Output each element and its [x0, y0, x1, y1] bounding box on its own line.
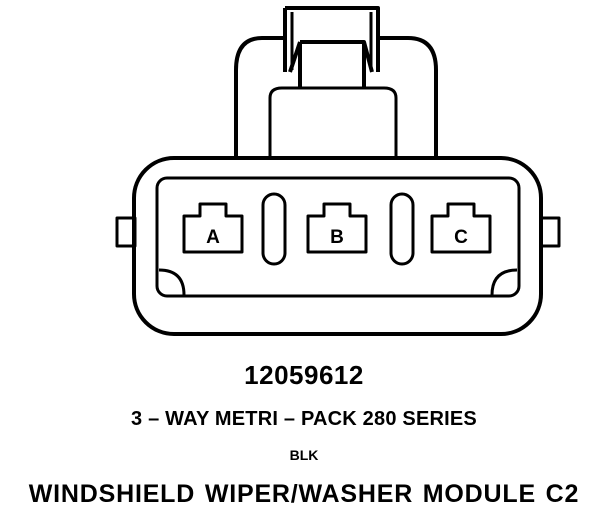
connector-latch: [283, 6, 380, 88]
module-name: WINDSHIELD WIPER/WASHER MODULE C2: [28, 480, 580, 508]
connector-hood-step: [268, 86, 398, 158]
cavity-label-a: A: [206, 227, 220, 248]
separator-slot-left: [261, 192, 287, 266]
cavity-c: [430, 202, 492, 254]
connector-series: 3 – WAY METRI – PACK 280 SERIES: [131, 408, 477, 430]
cavity-label-b: B: [330, 227, 344, 248]
right-peg: [539, 216, 561, 248]
connector-body-outer: [132, 156, 543, 336]
connector-face-inner: [155, 176, 521, 298]
corner-key-right: [490, 268, 518, 296]
cavity-label-c: C: [454, 227, 468, 248]
cavity-b: [306, 202, 368, 254]
part-number: 12059612: [244, 360, 364, 390]
corner-key-left: [158, 268, 186, 296]
connector-color: BLK: [289, 447, 319, 463]
connector-hood: [234, 36, 438, 158]
cavity-a: [182, 202, 244, 254]
separator-slot-right: [389, 192, 415, 266]
